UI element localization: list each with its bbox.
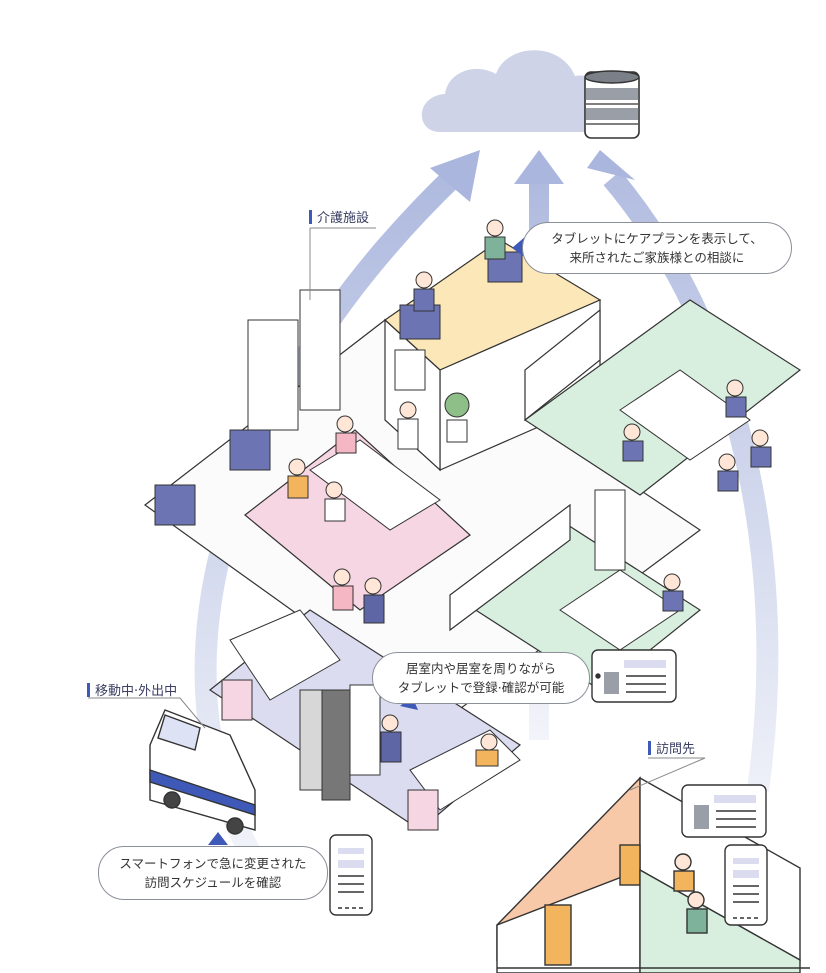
callout-line: 来所されたご家族様との相談に (569, 250, 745, 265)
callout-smartphone: スマートフォンで急に変更された 訪問スケジュールを確認 (98, 846, 328, 900)
smartphone-icon (724, 844, 768, 926)
smartphone-icon (329, 834, 373, 916)
label-visit: 訪問先 (648, 738, 695, 757)
tablet-icon (681, 784, 767, 838)
label-marker (309, 209, 312, 224)
label-facility: 介護施設 (309, 207, 369, 226)
callout-line: 訪問スケジュールを確認 (144, 875, 282, 890)
label-marker (648, 740, 651, 755)
label-mobile: 移動中·外出中 (87, 680, 177, 699)
callout-line: 居室内や居室を周りながら (405, 661, 556, 676)
cloud-icon (421, 50, 607, 132)
callout-tablet-careplan: タブレットにケアプランを表示して、 来所されたご家族様との相談に (522, 222, 792, 274)
leader-lines (88, 227, 706, 791)
arrow-right-head (587, 150, 635, 180)
callout-line: タブレットで登録·確認が可能 (397, 680, 565, 695)
callout-tablet-room: 居室内や居室を周りながら タブレットで登録·確認が可能 (372, 652, 590, 704)
callout-line: タブレットにケアプランを表示して、 (551, 231, 763, 246)
van-icon (149, 709, 256, 835)
arrow-center-head (514, 150, 564, 184)
label-facility-text: 介護施設 (317, 211, 370, 226)
pointer-phone (208, 832, 228, 845)
label-visit-text: 訪問先 (656, 742, 696, 757)
callout-line: スマートフォンで急に変更された (119, 856, 307, 871)
furniture (154, 251, 751, 831)
zone-dining (244, 429, 471, 611)
tablet-icon (591, 649, 677, 703)
label-mobile-text: 移動中·外出中 (95, 684, 178, 699)
arrow-left-head (430, 150, 480, 202)
label-marker (87, 682, 90, 697)
database-icon (584, 70, 640, 139)
people (287, 219, 772, 767)
